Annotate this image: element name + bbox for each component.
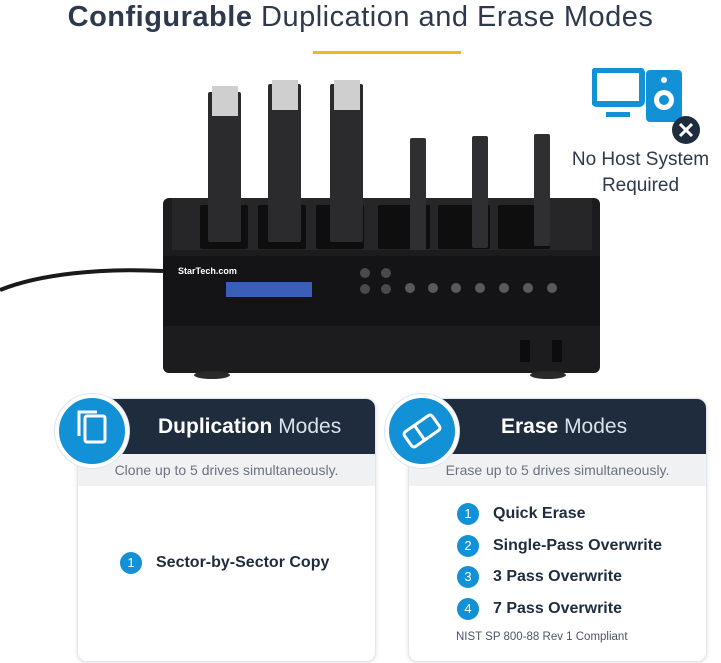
eraser-icon bbox=[385, 394, 459, 468]
power-cable bbox=[0, 268, 164, 292]
device-brand: StarTech.com bbox=[178, 266, 237, 276]
number-badge: 3 bbox=[457, 566, 479, 588]
number-badge: 2 bbox=[457, 535, 479, 557]
duplicator-device-illustration: StarTech.com bbox=[0, 80, 600, 379]
title-underline bbox=[313, 51, 461, 54]
control-buttons bbox=[360, 268, 391, 294]
no-host-label: No Host System Required bbox=[571, 149, 710, 196]
number-badge: 4 bbox=[457, 598, 479, 620]
erase-subtitle: Erase up to 5 drives simultaneously. bbox=[409, 454, 706, 486]
number-badge: 1 bbox=[457, 503, 479, 525]
lcd-display bbox=[226, 282, 312, 297]
hard-drives bbox=[208, 80, 363, 242]
bay-buttons bbox=[405, 283, 557, 293]
erase-modes-card: Erase Modes Erase up to 5 drives simulta… bbox=[408, 398, 707, 662]
compliance-note: NIST SP 800-88 Rev 1 Compliant bbox=[456, 631, 628, 643]
no-host-computer-icon bbox=[592, 68, 700, 144]
copy-icon bbox=[55, 394, 129, 468]
ssd-drives bbox=[410, 134, 550, 250]
duplication-card-header: Duplication Modes bbox=[78, 399, 375, 454]
title-bold: Configurable bbox=[67, 1, 253, 33]
duplication-subtitle: Clone up to 5 drives simultaneously. bbox=[78, 454, 375, 486]
number-badge: 1 bbox=[120, 552, 142, 574]
page-title: Configurable Duplication and Erase Modes bbox=[0, 0, 721, 34]
title-light: Duplication and Erase Modes bbox=[261, 1, 654, 33]
